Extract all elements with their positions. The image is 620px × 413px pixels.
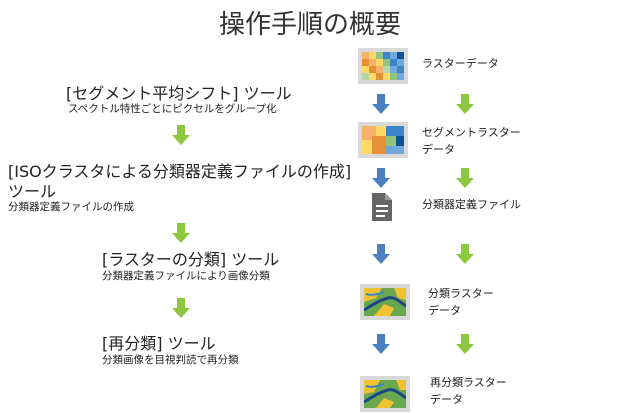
step-classify-raster-title: [ラスターの分類] ツール (102, 250, 280, 269)
blue-arrow-down (372, 244, 390, 264)
reclassified-raster-label-line2: データ (430, 393, 463, 406)
raster-data-label: ラスターデータ (422, 57, 499, 70)
segmented-raster-label-line1: セグメントラスター (422, 126, 521, 139)
green-arrow-down (456, 334, 474, 354)
raster-image-icon (358, 48, 408, 84)
step-iso-cluster-title-line1: [ISOクラスタによる分類器定義ファイルの作成] (8, 162, 352, 181)
blue-arrow-down (372, 334, 390, 354)
step-reclassify-desc: 分類画像を目視判読で再分類 (102, 354, 239, 366)
step-iso-cluster-title-line2: ツール (8, 182, 57, 201)
green-arrow-down (456, 168, 474, 188)
step-iso-cluster-desc: 分類器定義ファイルの作成 (8, 201, 134, 213)
classified-map-icon (360, 284, 410, 320)
classified-raster-label-line1: 分類ラスター (428, 287, 494, 300)
green-arrow-down (172, 125, 190, 145)
segmented-raster-label-line2: データ (422, 143, 455, 156)
step-classify-raster-desc: 分類器定義ファイルにより画像分類 (102, 270, 270, 282)
classifier-definition-file-label: 分類器定義ファイル (422, 198, 521, 211)
classified-raster-label-line2: データ (428, 304, 461, 317)
reclassified-map-icon (360, 376, 410, 412)
blue-arrow-down (372, 94, 390, 114)
step-segment-mean-shift-title: [セグメント平均シフト] ツール (66, 84, 292, 103)
diagram-title: 操作手順の概要 (218, 10, 401, 40)
document-file-icon (372, 193, 392, 221)
reclassified-raster-label-line1: 再分類ラスター (430, 376, 507, 389)
green-arrow-down (456, 244, 474, 264)
segmented-raster-icon (358, 122, 408, 158)
green-arrow-down (456, 94, 474, 114)
green-arrow-down (172, 223, 190, 243)
step-reclassify-title: [再分類] ツール (102, 334, 216, 353)
blue-arrow-down (372, 168, 390, 188)
green-arrow-down (172, 298, 190, 318)
step-segment-mean-shift-desc: スペクトル特性ごとにピクセルをグループ化 (68, 103, 277, 115)
